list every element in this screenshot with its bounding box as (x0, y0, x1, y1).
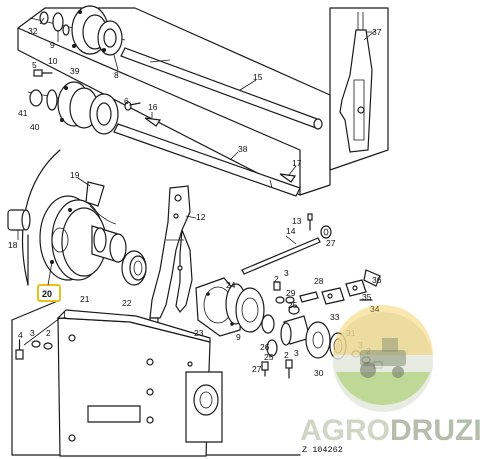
agrodruzi-logo-emblem (333, 305, 433, 412)
label-14: 14 (286, 226, 296, 236)
highlight-callout-20: 20 (37, 261, 61, 302)
label-26: 26 (260, 342, 270, 352)
label-28: 28 (314, 276, 324, 286)
leader-lines (17, 17, 372, 245)
label-25: 25 (288, 300, 298, 310)
label-27-top: 27 (326, 238, 336, 248)
label-40: 40 (30, 122, 40, 132)
label-34: 34 (370, 304, 380, 314)
label-9-lower: 9 (236, 332, 241, 342)
label-39: 39 (70, 66, 80, 76)
label-25-lower: 25 (264, 352, 274, 362)
label-3-lower: 3 (294, 348, 299, 358)
label-33: 33 (330, 312, 340, 322)
fasteners-left (15, 339, 53, 360)
link-chain (321, 269, 381, 305)
label-4: 4 (18, 330, 23, 340)
label-3-right: 3 (284, 268, 289, 278)
label-3-left: 3 (30, 328, 35, 338)
rod-14 (241, 213, 332, 275)
label-23: 23 (194, 328, 204, 338)
label-20: 20 (42, 289, 52, 299)
linkage-arm-37 (329, 7, 389, 171)
label-32: 32 (28, 26, 38, 36)
label-13: 13 (292, 216, 302, 226)
label-22: 22 (122, 298, 132, 308)
label-29: 29 (286, 288, 296, 298)
label-2-right: 2 (274, 274, 279, 284)
label-24: 24 (226, 280, 236, 290)
bearing-group-top (29, 5, 126, 56)
label-9: 9 (50, 40, 55, 50)
label-2-left: 2 (46, 328, 51, 338)
agrodruzi-logo-text: AGRODRUZI (300, 414, 482, 447)
label-16: 16 (148, 102, 158, 112)
fork-12 (149, 185, 193, 327)
label-6: 6 (124, 96, 129, 106)
label-35: 35 (362, 292, 372, 302)
transmission-housing (11, 299, 301, 457)
fasteners-right (261, 281, 319, 377)
shaft-38 (113, 117, 301, 197)
label-37: 37 (372, 27, 382, 37)
label-41: 41 (18, 108, 28, 118)
lower-frame (21, 149, 61, 286)
bearing-22 (121, 250, 147, 286)
label-17: 17 (292, 158, 302, 168)
label-8: 8 (114, 70, 119, 80)
label-12: 12 (196, 212, 206, 222)
label-21: 21 (80, 294, 90, 304)
label-1: 1 (62, 310, 67, 320)
logo-text-agro: AGRO (300, 414, 390, 447)
label-30: 30 (314, 368, 324, 378)
label-27-lower: 27 (252, 364, 262, 374)
label-19: 19 (70, 170, 80, 180)
hub-assembly (7, 181, 127, 281)
label-18: 18 (8, 240, 18, 250)
reference-code: Z 104262 (302, 445, 343, 455)
label-36: 36 (372, 275, 382, 285)
label-10: 10 (48, 56, 58, 66)
bearing-group-middle (27, 69, 141, 135)
bearing-housing-23 (195, 277, 265, 337)
logo-text-druzi: DRUZI (390, 414, 482, 447)
label-5: 5 (32, 60, 37, 70)
label-2-lower: 2 (284, 350, 289, 360)
label-15: 15 (253, 72, 263, 82)
label-38: 38 (238, 144, 248, 154)
svg-text:AGRODRUZI: AGRODRUZI (300, 414, 482, 447)
shaft-15 (120, 47, 323, 130)
